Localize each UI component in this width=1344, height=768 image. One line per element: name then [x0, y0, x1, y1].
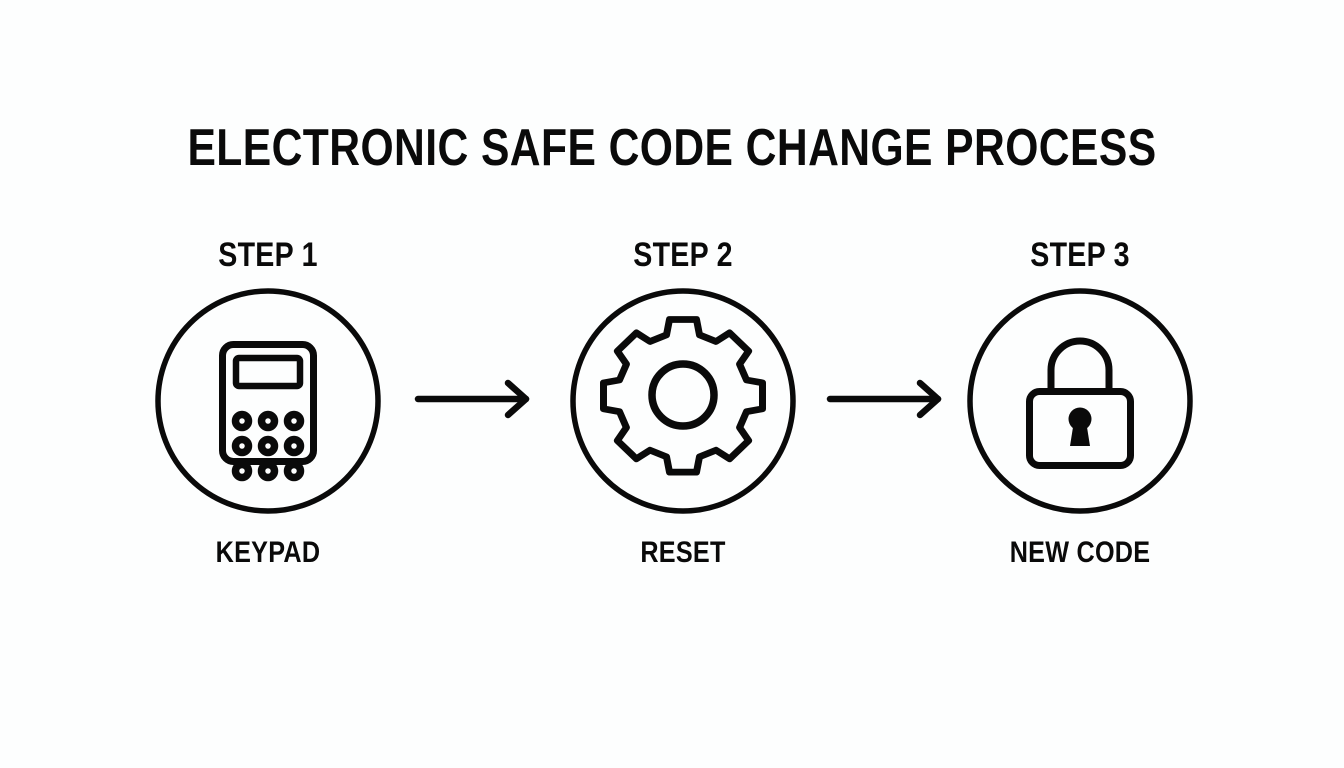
lock-keyhole-icon	[1068, 407, 1092, 446]
step-2-name: RESET	[640, 536, 726, 569]
step-2-icon-circle	[570, 288, 796, 514]
step-1-name: KEYPAD	[215, 536, 321, 569]
connector-2	[826, 378, 948, 425]
step-3-circle	[930, 288, 1230, 514]
page-title: ELECTRONIC SAFE CODE CHANGE PROCESS	[187, 119, 1157, 177]
step-3-label: STEP 3	[1030, 236, 1130, 274]
arrow-right-icon	[826, 379, 942, 419]
step-card-3: STEP 3 NEW CODE	[930, 236, 1230, 570]
step-3-name: NEW CODE	[1009, 536, 1151, 569]
step-card-2: STEP 2 RESET	[533, 236, 833, 570]
step-1-label: STEP 1	[218, 236, 318, 274]
connector-1	[414, 378, 536, 425]
step-3-icon-circle	[967, 288, 1193, 514]
step-2-label: STEP 2	[633, 236, 733, 274]
step-2-circle	[533, 288, 833, 514]
step-1-circle	[118, 288, 418, 514]
step-card-1: STEP 1	[118, 236, 418, 570]
gear-icon	[600, 316, 766, 476]
lock-icon	[1026, 337, 1134, 469]
keypad-buttons	[231, 410, 305, 482]
step-1-icon-circle	[155, 288, 381, 514]
arrow-right-icon	[414, 379, 530, 419]
